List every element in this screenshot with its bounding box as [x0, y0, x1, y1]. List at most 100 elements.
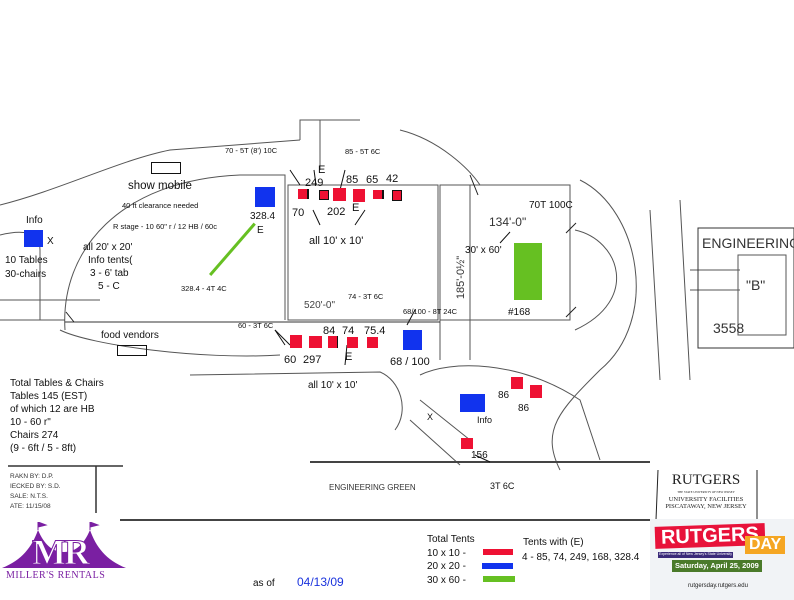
tent-10x10: [347, 337, 358, 348]
tent-label-84: 84: [323, 325, 336, 337]
food-vendors-label: food vendors: [101, 330, 159, 341]
height-dimension: 185'-0½": [455, 255, 468, 300]
tent-label-75-4: 75.4: [364, 325, 386, 337]
width-dimension: 134'-0": [489, 215, 527, 229]
totals-line: 10 - 60 r": [10, 417, 51, 428]
millers-name: MILLER'S RENTALS: [6, 570, 106, 581]
tent-10x10: [511, 377, 523, 389]
circus-tent-icon: [2, 522, 126, 568]
tent-label-249: 249: [305, 177, 324, 189]
legend-swatch-red: [483, 549, 513, 555]
millers-mark: MR: [32, 532, 91, 572]
legend-swatch-green: [483, 576, 515, 582]
date: ATE: 11/15/08: [10, 503, 51, 510]
legend-item-20x20: 20 x 20 -: [427, 561, 466, 572]
clearance-note: 40 ft clearance needed: [122, 201, 199, 210]
rutgers-tagline: THE STATE UNIVERSITY OF NEW JERSEY: [677, 490, 735, 494]
tent-10x10: [290, 335, 302, 348]
r-stage-note: R stage - 10 60" r / 12 HB / 60c: [113, 222, 217, 231]
rutgers-day-logo: RUTGERS DAY Experience all of New Jersey…: [650, 519, 794, 600]
tent-label-86: 86: [518, 403, 530, 414]
tent-label-156: 156: [471, 450, 488, 461]
size-note: all 20' x 20': [83, 242, 133, 253]
callout-74: 74 - 3T 6C: [348, 292, 384, 301]
legend-item-30x60: 30 x 60 -: [427, 575, 466, 586]
tent-label-202: 202: [327, 206, 346, 218]
size-label: 30' x 60': [465, 245, 502, 256]
tent-label-60: 60: [284, 354, 297, 366]
tent-label-297: 297: [303, 354, 322, 366]
tent-10x10: [367, 337, 378, 348]
callout-328-4: 328.4 - 4T 4C: [181, 284, 227, 293]
show-mobile-box: [151, 162, 181, 174]
tent-10x10: [392, 190, 402, 201]
c-note: 5 - C: [98, 281, 120, 292]
rutgers-day-sub: Experience all of New Jersey's State Uni…: [658, 552, 734, 558]
title-block: RAKN BY: D.P. IECKED BY: S.D. SALE: N.T.…: [10, 472, 61, 512]
callout-60: 60 - 3T 6C: [238, 321, 274, 330]
callout-68-100: 68/100 - 8T 24C: [403, 307, 458, 316]
info-label: Info: [477, 415, 493, 425]
food-vendors-box: [117, 345, 147, 356]
electric-label: E: [345, 351, 353, 363]
totals-line: of which 12 are HB: [10, 404, 95, 415]
x-mark: X: [427, 412, 434, 422]
tent-label-65: 65: [366, 174, 379, 186]
tab-note: 3 - 6' tab: [90, 268, 129, 279]
facilities-line: UNIVERSITY FACILITIES: [668, 496, 744, 503]
tent-10x10: [373, 190, 384, 199]
totals-line: Chairs 274: [10, 430, 59, 441]
electric-tents-title: Tents with (E): [523, 537, 584, 548]
tent-label-74: 74: [342, 325, 355, 337]
rutgers-name: RUTGERS: [671, 472, 741, 488]
building-number: 3558: [713, 320, 745, 336]
width-dimension: 520'-0": [304, 300, 336, 311]
info-tent-20x20: [460, 394, 485, 412]
electric-label: E: [257, 225, 264, 236]
location-line: PISCATAWAY, NEW JERSEY: [665, 503, 747, 510]
totals-line: (9 - 6ft / 5 - 8ft): [10, 443, 77, 454]
tent-label-70: 70: [292, 207, 305, 219]
scale: SALE: N.T.S.: [10, 493, 48, 500]
callout-156: 3T 6C: [490, 481, 515, 491]
x-mark: X: [47, 236, 54, 247]
tent-label-86: 86: [498, 390, 510, 401]
millers-rentals-logo: MR MILLER'S RENTALS: [2, 522, 128, 584]
callout-85: 85 - 5T 6C: [345, 147, 381, 156]
tent-label-68-100: 68 / 100: [390, 356, 430, 368]
legend-swatch-blue: [482, 563, 513, 569]
rutgers-title-block: RUTGERS THE STATE UNIVERSITY OF NEW JERS…: [656, 470, 756, 520]
electric-label: E: [318, 164, 326, 176]
electric-label: E: [352, 202, 360, 214]
tent-label-85: 85: [346, 174, 359, 186]
tent-30x60: [514, 243, 542, 300]
tent-label-328-4: 328.4: [250, 211, 276, 222]
tent-20x20: [255, 187, 275, 207]
info-tent-20x20: [24, 230, 43, 247]
drawn-by: RAKN BY: D.P.: [10, 473, 54, 480]
show-mobile-label: show mobile: [128, 180, 192, 192]
rutgers-day-day: DAY: [745, 536, 786, 554]
legend-item-10x10: 10 x 10 -: [427, 548, 466, 559]
totals-line: Tables 145 (EST): [10, 391, 88, 402]
tables-note: 10 Tables: [5, 255, 48, 266]
tent-10x10: [353, 189, 365, 202]
info-label: Info: [26, 215, 43, 226]
tent-10x10: [309, 336, 322, 348]
tent-10x10: [461, 438, 473, 449]
engineering-green-label: ENGINEERING GREEN: [329, 483, 416, 492]
as-of-label: as of: [253, 578, 275, 589]
rutgers-day-url: rutgersday.rutgers.edu: [688, 583, 748, 589]
tent-20x20: [403, 330, 422, 350]
rutgers-day-date: Saturday, April 25, 2009: [672, 560, 762, 572]
tent-10x10: [319, 190, 329, 200]
checked-by: IECKED BY: S.D.: [10, 483, 61, 490]
building-letter: "B": [746, 277, 766, 293]
tent-10x10: [298, 189, 309, 199]
callout-70: 70 - 5T (8') 10C: [225, 146, 278, 155]
tent-10x10: [530, 385, 542, 398]
tent-10x10: [333, 188, 346, 201]
size-note: all 10' x 10': [309, 235, 364, 247]
